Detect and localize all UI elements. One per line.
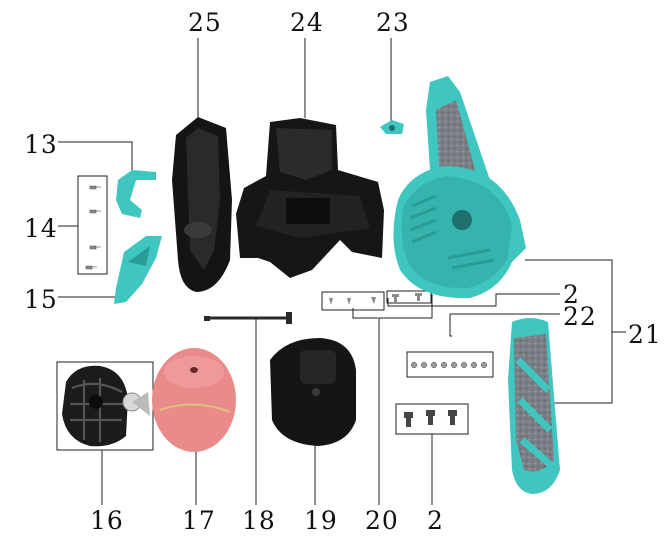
callout-24: 24	[290, 8, 324, 37]
callout-14: 14	[24, 214, 58, 243]
front-fender-part	[172, 117, 232, 292]
screws-20	[329, 297, 376, 305]
callout-2-top: 2	[563, 280, 580, 309]
screws-14	[85, 185, 101, 270]
callout-19: 19	[304, 506, 338, 535]
callout-25: 25	[188, 8, 222, 37]
callout-13: 13	[24, 130, 58, 159]
leader-lines	[56, 38, 626, 505]
long-bolt-part	[204, 312, 292, 324]
clip-part	[380, 120, 404, 134]
air-filter-cage-part	[62, 365, 150, 447]
bracket-part	[116, 170, 156, 218]
washers-22	[410, 361, 488, 369]
callout-15: 15	[24, 285, 58, 314]
callout-2-bottom: 2	[427, 506, 444, 535]
callout-17: 17	[182, 506, 216, 535]
airbox-housing-part	[270, 338, 356, 446]
air-filter-foam-part	[152, 348, 236, 452]
rear-fender-part	[236, 118, 384, 278]
callout-18: 18	[242, 506, 276, 535]
callout-22: 22	[563, 302, 597, 331]
callout-23: 23	[376, 8, 410, 37]
side-cover-part	[114, 236, 162, 304]
fork-guard-and-disc-cover-part	[393, 76, 560, 494]
callout-20: 20	[365, 506, 399, 535]
screws-2-top	[392, 293, 422, 302]
callout-16: 16	[90, 506, 124, 535]
callout-21: 21	[628, 320, 662, 349]
bolts-2-bottom	[404, 410, 457, 427]
